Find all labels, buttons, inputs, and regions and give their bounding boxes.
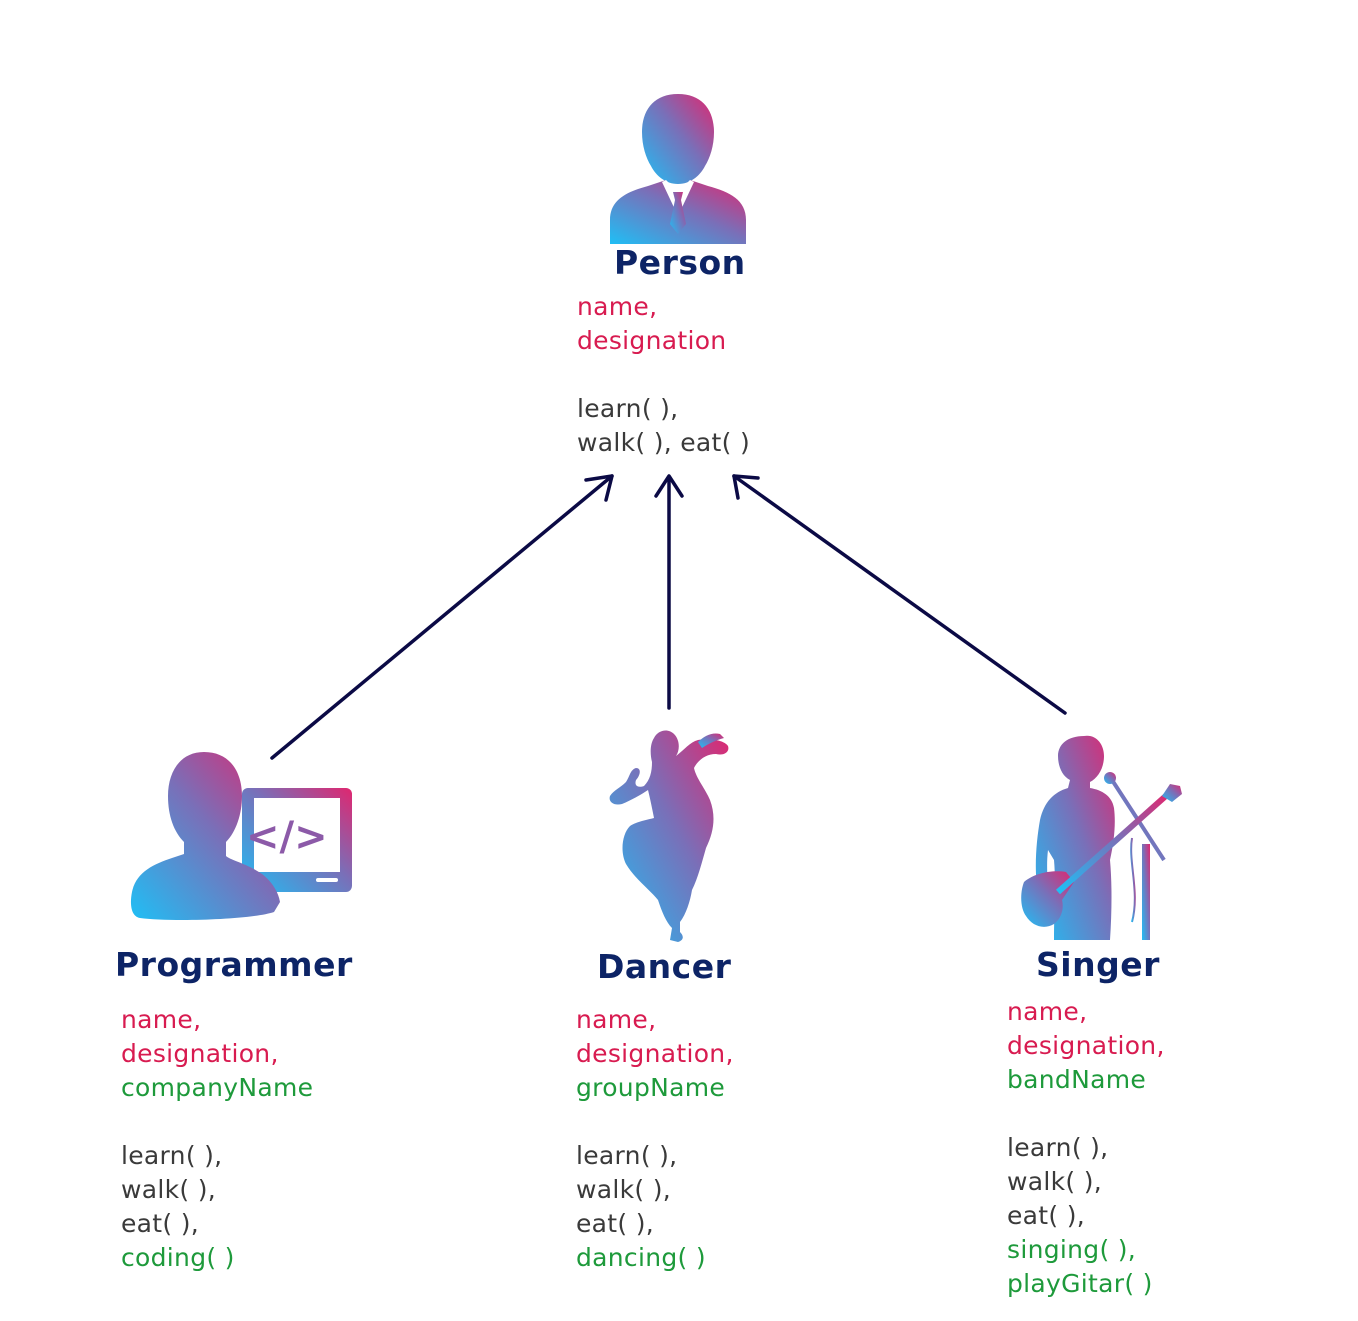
person-members: name, designation learn( ), walk( ), eat… — [577, 290, 750, 460]
programmer-attribute: name, — [121, 1005, 202, 1034]
arrow-head-programmer — [584, 474, 614, 502]
dancer-method: learn( ), — [576, 1141, 678, 1170]
dancer-method: eat( ), — [576, 1209, 655, 1238]
person-title: Person — [614, 243, 746, 282]
singer-method: eat( ), — [1007, 1201, 1086, 1230]
singer-attribute: name, — [1007, 997, 1088, 1026]
singer-method: learn( ), — [1007, 1133, 1109, 1162]
businessman-icon — [610, 94, 746, 244]
arrow-singer-to-person — [732, 474, 1067, 715]
programmer-method: learn( ), — [121, 1141, 223, 1170]
person-attribute: designation — [577, 326, 727, 355]
dancer-method: walk( ), — [576, 1175, 671, 1204]
person-attribute: name, — [577, 292, 658, 321]
singer-members: name, designation, bandName learn( ), wa… — [1007, 995, 1165, 1301]
singer-own-attribute: bandName — [1007, 1065, 1147, 1094]
programmer-own-attribute: companyName — [121, 1073, 314, 1102]
dancer-attribute: designation, — [576, 1039, 734, 1068]
programmer-title: Programmer — [115, 945, 353, 984]
arrow-programmer-to-person — [270, 474, 614, 760]
code-symbol-icon: </> — [246, 814, 328, 860]
dancer-title: Dancer — [597, 947, 732, 986]
programmer-method: eat( ), — [121, 1209, 200, 1238]
dancer-members: name, designation, groupName learn( ), w… — [576, 1003, 734, 1275]
programmer-method: walk( ), — [121, 1175, 216, 1204]
programmer-attribute: designation, — [121, 1039, 279, 1068]
person-method: walk( ), eat( ) — [577, 428, 750, 457]
programmer-icon: </> — [130, 752, 352, 920]
singer-guitarist-icon — [1021, 735, 1182, 940]
arrow-head-dancer — [654, 474, 684, 498]
programmer-own-method: coding( ) — [121, 1243, 235, 1272]
dancer-own-method: dancing( ) — [576, 1243, 706, 1272]
dancer-icon — [609, 730, 729, 942]
singer-own-method: singing( ), — [1007, 1235, 1137, 1264]
arrow-head-singer — [732, 474, 760, 500]
singer-own-method: playGitar( ) — [1007, 1269, 1153, 1298]
singer-attribute: designation, — [1007, 1031, 1165, 1060]
dancer-attribute: name, — [576, 1005, 657, 1034]
person-method: learn( ), — [577, 394, 679, 423]
programmer-members: name, designation, companyName learn( ),… — [121, 1003, 313, 1275]
dancer-own-attribute: groupName — [576, 1073, 726, 1102]
singer-method: walk( ), — [1007, 1167, 1102, 1196]
singer-title: Singer — [1036, 945, 1160, 984]
